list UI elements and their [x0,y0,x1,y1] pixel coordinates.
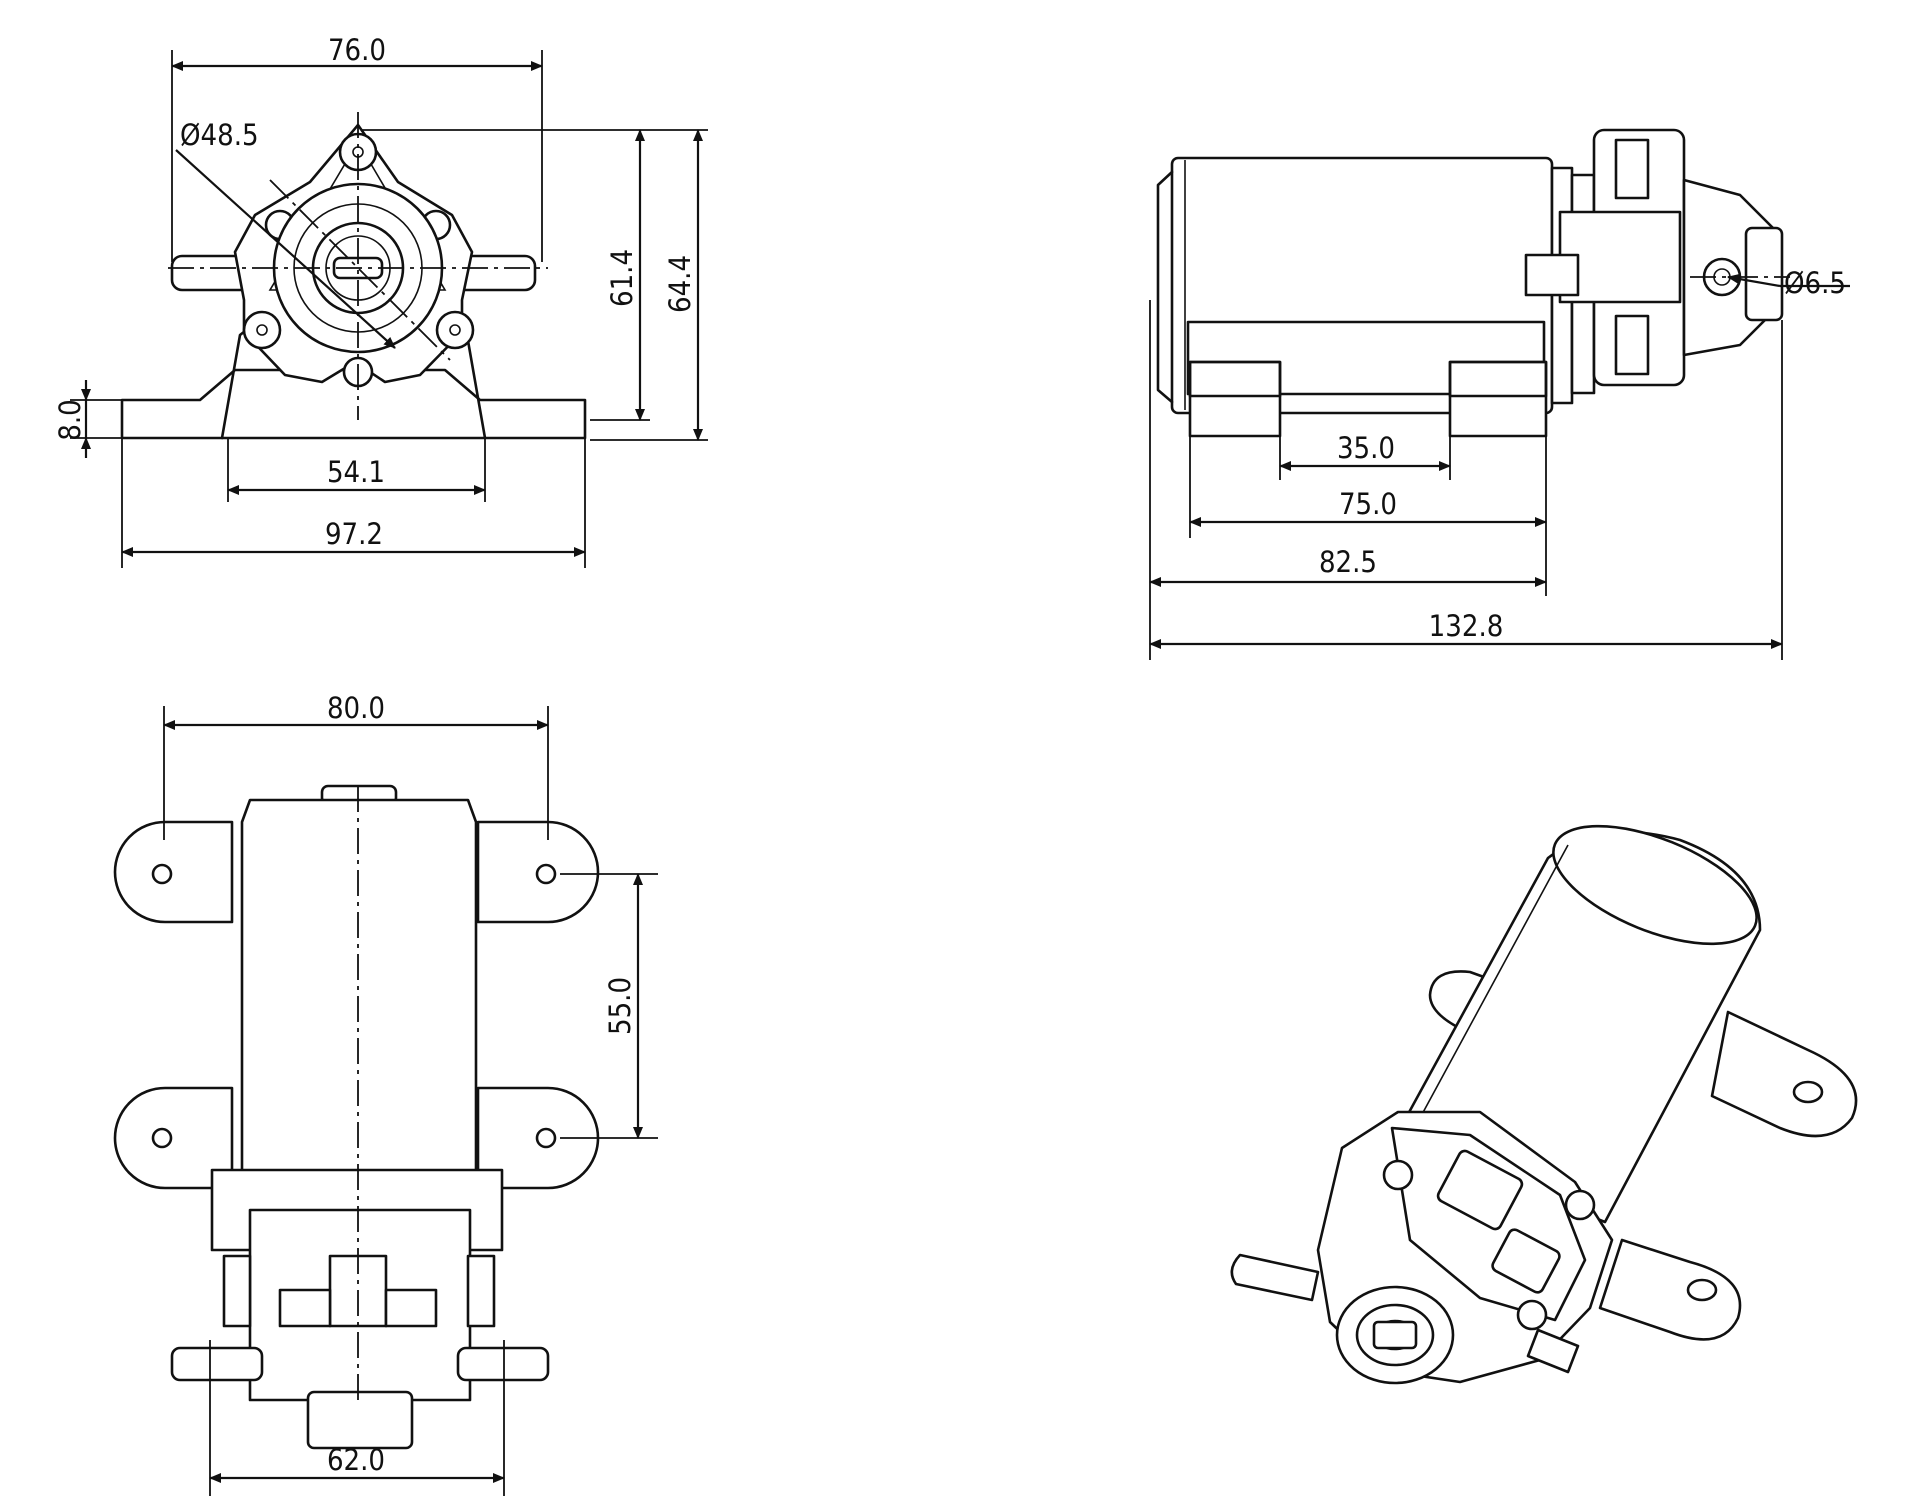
dim-base-width: 97.2 [325,517,383,551]
dim-mount-width: 80.0 [327,691,385,725]
dim-overall-length: 132.8 [1429,609,1504,643]
dim-mount-spacing: 54.1 [327,455,385,489]
dim-width-top: 76.0 [328,33,386,67]
side-view-dimensions: Ø6.5 35.0 75.0 82.5 132.8 [1149,266,1850,660]
dim-hole-spacing: 55.0 [603,977,637,1035]
top-view [113,784,600,1450]
dim-body-length: 82.5 [1319,545,1377,579]
top-view-dimensions: 80.0 55.0 62.0 [163,691,658,1496]
dim-height-inner: 61.4 [605,249,639,307]
dim-height-outer: 64.4 [663,255,697,313]
front-view-dimensions: 76.0 Ø48.5 61.4 64.4 8.0 54.1 97.2 [53,33,708,568]
dim-foot-gap: 35.0 [1337,431,1395,465]
dim-pump-head-width: 62.0 [327,1443,385,1477]
front-view [120,112,587,440]
side-view [1156,128,1790,438]
dim-outlet-diameter: Ø6.5 [1784,266,1846,300]
dim-base-thickness: 8.0 [53,399,87,440]
dim-port-diameter: Ø48.5 [180,118,259,152]
dim-feet-span: 75.0 [1339,487,1397,521]
isometric-view [1230,824,1858,1385]
